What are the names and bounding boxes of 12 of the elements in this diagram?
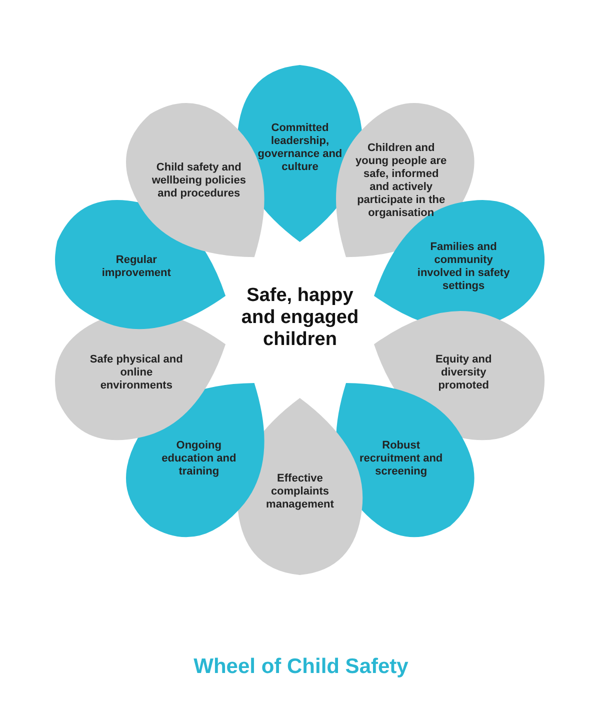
petal-label: Child safety and wellbeing policies and procedures	[150, 161, 247, 200]
center-heading: Safe, happy and engaged children	[240, 285, 360, 351]
petal-label: Regular improvement	[100, 254, 172, 280]
caption: Wheel of Child Safety	[192, 655, 410, 679]
petal-label: Committed leadership, governance and culture	[256, 122, 344, 174]
petal-label: Equity and diversity promoted	[434, 354, 493, 393]
petal-label: Effective complaints management	[265, 472, 335, 512]
petal-label: Families and community involved in safety settings	[416, 240, 511, 293]
petal-label: Children and young people are safe, informed and actively participate in the organisation	[354, 142, 448, 220]
petal-label: Safe physical and online environments	[88, 354, 184, 393]
petal-label: Ongoing education and training	[160, 440, 238, 479]
petal-label: Robust recruitment and screening	[358, 440, 444, 479]
